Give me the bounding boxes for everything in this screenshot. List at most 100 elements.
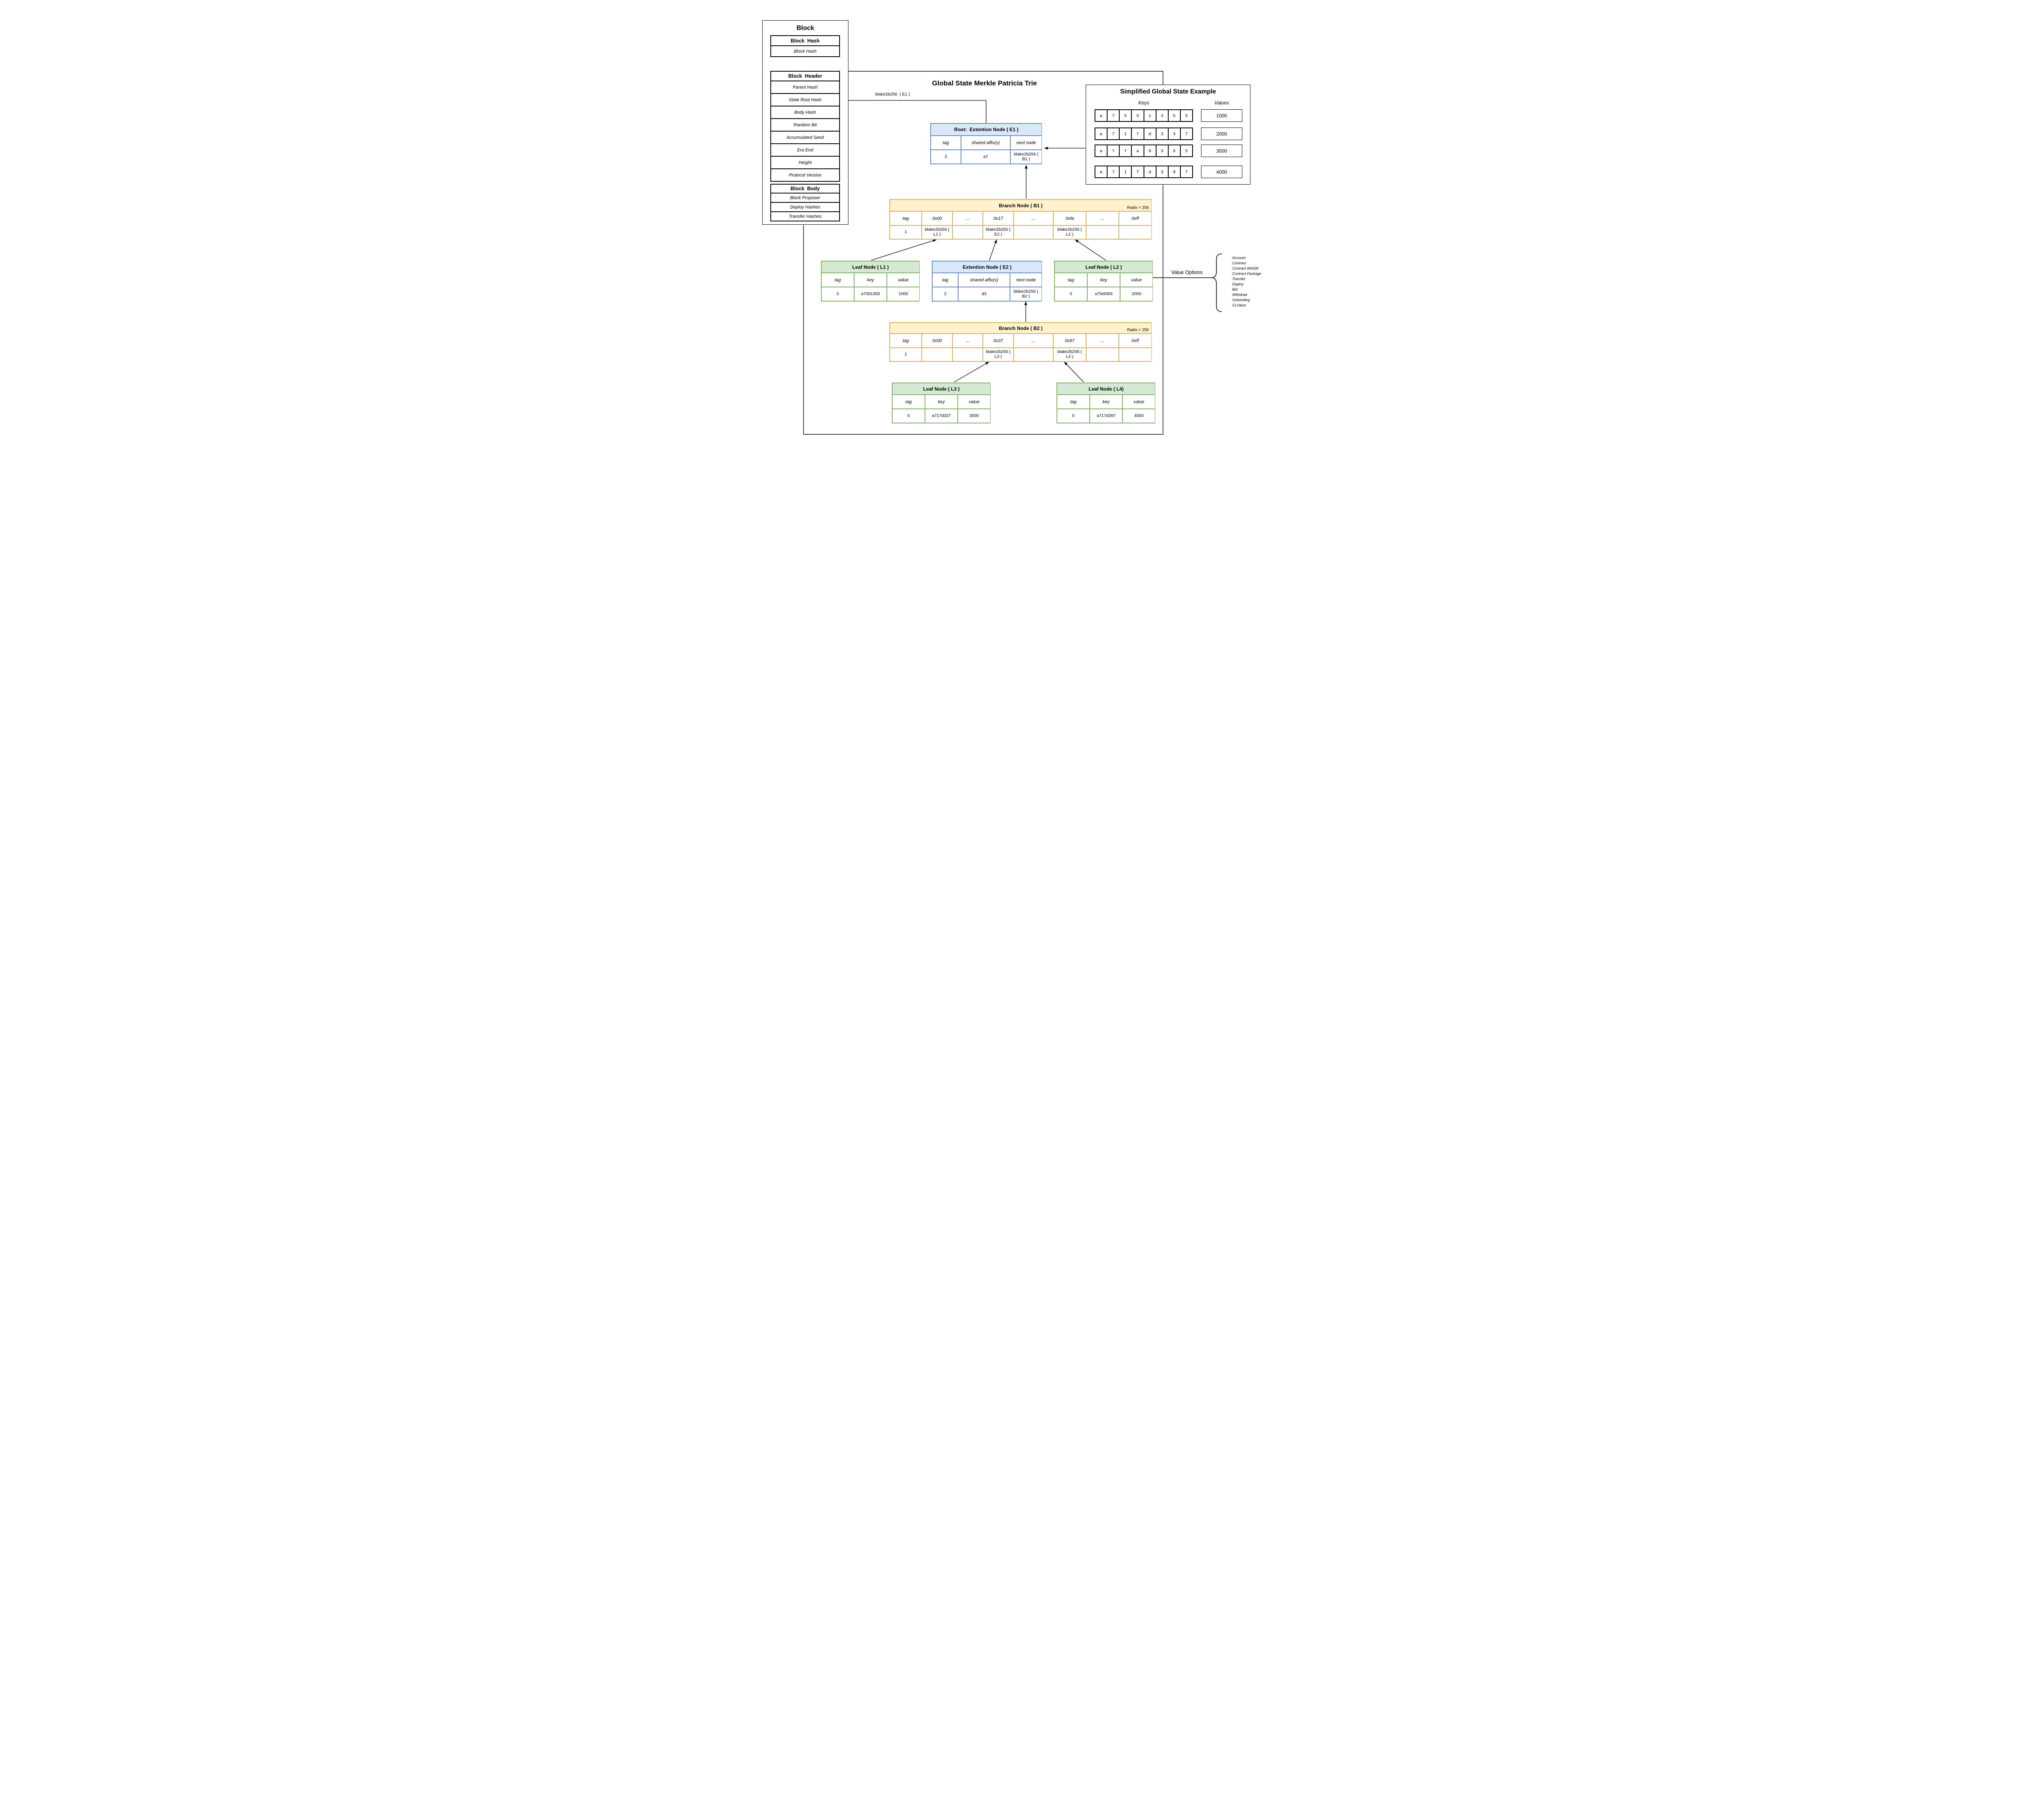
e2-col-shared-affix: shared affix(s)	[958, 273, 1010, 287]
arrow-e2-to-b1	[989, 239, 997, 261]
b2-val-tag: 1	[890, 348, 922, 361]
arrow-root-to-state-root-hash	[843, 99, 986, 123]
value-option-account: Account	[1232, 256, 1246, 260]
leaf-node-l3-table: Leaf Node ( L3 ) tag key value 0 a717d33…	[892, 383, 991, 423]
value-options-brace	[1211, 253, 1222, 312]
arrow-l2-to-b1	[1075, 239, 1106, 261]
key-cell: 7	[1180, 128, 1193, 140]
branch-node-b2-table: Branch Node ( B2 ) Radix = 256 tag 0x00 …	[889, 322, 1152, 362]
block-hash-header: Block Hash	[771, 36, 840, 46]
root-e1-title: Root: Extention Node ( E1 )	[931, 123, 1042, 136]
value-options-list: Account Contract Contract WASM Contract …	[1232, 255, 1261, 308]
keys-label: Keys	[1138, 100, 1149, 106]
l4-val-tag: 0	[1057, 409, 1090, 423]
b1-val-empty-4	[1119, 225, 1152, 239]
branch-node-b1-table: Branch Node ( B1 ) Radix = 256 tag 0x00 …	[889, 199, 1152, 240]
key-cell: a	[1095, 110, 1108, 121]
l4-val-key: a717d397	[1090, 409, 1123, 423]
key-cell: 3	[1156, 128, 1168, 140]
l1-col-tag: tag	[821, 273, 854, 287]
block-header-row-height: Height	[771, 156, 840, 169]
key-cell: 3	[1168, 128, 1180, 140]
e2-col-tag: tag	[932, 273, 958, 287]
key-cell: 7	[1107, 166, 1120, 178]
root-extension-node-e1-table: Root: Extention Node ( E1 ) tag shared a…	[930, 123, 1042, 164]
b1-radix-label: Radix = 256	[1127, 206, 1149, 210]
block-body-row-transfer-hashes: Transfer Hashes	[771, 212, 840, 221]
l2-col-value: value	[1120, 273, 1153, 287]
value-option-unbonding: Unbonding	[1232, 298, 1250, 302]
key-cell: 9	[1144, 145, 1156, 157]
leaf-node-l4-table: Leaf Node ( L4) tag key value 0 a717d397…	[1057, 383, 1155, 423]
arrow-l4-to-b2	[1064, 361, 1084, 383]
value-option-transfer: Transfer	[1232, 277, 1246, 281]
e2-col-next-node: next node	[1010, 273, 1042, 287]
block-header-row-random-bit: Random Bit	[771, 119, 840, 131]
key-cell: f	[1119, 145, 1132, 157]
key-cell: 7	[1180, 166, 1193, 178]
l3-col-tag: tag	[892, 395, 925, 409]
b1-val-e2-hash: blake2b256 ( E2 )	[983, 225, 1014, 239]
block-header-row-era-end: Era End	[771, 144, 840, 156]
block-body-table: Block Body Block Proposer Deploy Hashes …	[770, 184, 840, 221]
key-cell: 1	[1119, 128, 1132, 140]
arrow-l1-to-b1	[871, 239, 937, 261]
value-option-bid: Bid	[1232, 287, 1238, 291]
key-cell: d	[1144, 128, 1156, 140]
b1-val-empty-2	[1014, 225, 1053, 239]
block-header-row-parent-hash: Parent Hash	[771, 81, 840, 94]
leaf-node-l1-table: Leaf Node ( L1 ) tag key value 0 a700135…	[821, 261, 920, 302]
value-option-withdraw: Withdraw	[1232, 293, 1248, 297]
block-header-table: Block Header Parent Hash State Root Hash…	[770, 71, 840, 182]
key-cell: 7	[1131, 166, 1144, 178]
b1-col-ellipsis-3: ...	[1086, 211, 1119, 225]
blake2b256-e1-edge-label: blake2b256 ( E1 )	[875, 92, 910, 97]
key-cell: 3	[1156, 166, 1168, 178]
value-box-3: 3000	[1201, 145, 1242, 157]
b2-val-empty-5	[1119, 348, 1152, 361]
extension-node-e2-table: Extention Node ( E2 ) tag shared affix(s…	[932, 261, 1042, 302]
block-body-title: Block Body	[771, 184, 840, 193]
key-cell: 0	[1119, 110, 1132, 121]
value-box-2: 2000	[1201, 128, 1242, 140]
b2-val-empty-1	[922, 348, 952, 361]
root-e1-col-shared-affix: shared affix(s)	[961, 136, 1010, 150]
root-e1-val-shared-affix: a7	[961, 150, 1010, 164]
b1-col-ellipsis-1: ...	[952, 211, 983, 225]
root-e1-col-next-node: next node	[1010, 136, 1042, 150]
b1-val-empty-1	[952, 225, 983, 239]
b2-title: Branch Node ( B2 ) Radix = 256	[890, 323, 1152, 334]
value-option-contract-wasm: Contract WASM	[1232, 266, 1259, 270]
key-cell: 5	[1180, 145, 1193, 157]
key-cell: 1	[1119, 166, 1132, 178]
block-header-row-body-hash: Body Hash	[771, 106, 840, 119]
l3-val-key: a717d337	[925, 409, 958, 423]
block-body-row-deploy-hashes: Deploy Hashes	[771, 202, 840, 212]
block-header-row-protocol-version: Protocol Version	[771, 169, 840, 181]
b2-val-l4-hash: blake2b256 ( L4 )	[1053, 348, 1086, 361]
l4-col-tag: tag	[1057, 395, 1090, 409]
key-cell: 3	[1156, 145, 1168, 157]
global-state-title: Simplified Global State Example	[1120, 88, 1216, 95]
l2-title: Leaf Node ( L2 )	[1055, 261, 1153, 273]
b2-val-l3-hash: blake2b256 ( L3 )	[983, 348, 1014, 361]
l3-val-tag: 0	[892, 409, 925, 423]
l2-col-key: key	[1087, 273, 1120, 287]
diagram-title: Global State Merkle Patricia Trie	[932, 79, 1037, 87]
values-label: Values	[1214, 100, 1229, 106]
root-e1-val-next-node: blake2b256 ( B1 )	[1010, 150, 1042, 164]
key-cell: 7	[1131, 128, 1144, 140]
e2-val-tag: 2	[932, 287, 958, 301]
l3-val-value: 3000	[958, 409, 991, 423]
b1-col-0xff: 0xff	[1119, 211, 1152, 225]
value-box-4: 4000	[1201, 166, 1242, 178]
l3-col-value: value	[958, 395, 991, 409]
b2-val-empty-4	[1086, 348, 1119, 361]
b2-radix-label: Radix = 256	[1127, 328, 1149, 332]
b1-val-tag: 1	[890, 225, 922, 239]
value-option-clvalue: CLValue	[1232, 303, 1246, 307]
l4-title: Leaf Node ( L4)	[1057, 383, 1155, 395]
key-cell: 7	[1107, 128, 1120, 140]
